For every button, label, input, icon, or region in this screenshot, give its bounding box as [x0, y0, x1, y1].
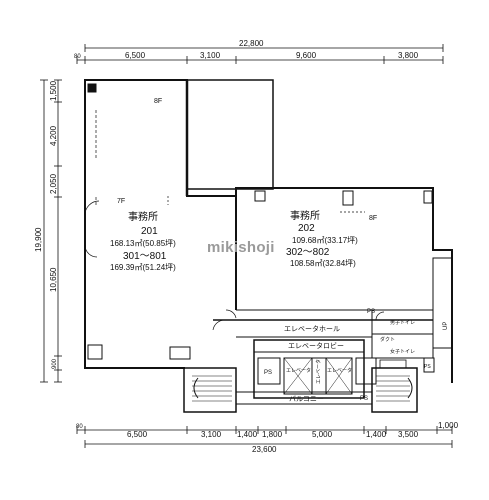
bottom-dim-7: 3,500	[398, 430, 419, 439]
left-dim-1: 4,200	[49, 125, 58, 146]
elevator-3-label: エレベータ	[327, 367, 352, 374]
bottom-dim-6: 1,400	[366, 430, 387, 439]
left-dim-3: 10,650	[49, 267, 58, 292]
left-dim-4: 900	[52, 358, 58, 369]
bottom-dim-2: 3,100	[201, 430, 222, 439]
right-office-area-b: 108.58㎡(32.84坪)	[290, 259, 356, 268]
bottom-dim-4: 1,800	[262, 430, 283, 439]
left-office-unit-a: 201	[141, 226, 158, 237]
bottom-dim-0: 80	[76, 424, 83, 430]
left-office-name: 事務所	[128, 210, 158, 223]
top-dim-0: 80	[74, 54, 81, 60]
floor-7f-label: 7F	[117, 198, 125, 205]
right-office-unit-a: 202	[298, 223, 315, 234]
top-dim-2: 3,100	[200, 51, 221, 60]
right-office-unit-b: 302～802	[286, 247, 330, 258]
bottom-dim-8: 1,000	[438, 421, 459, 430]
mens-toilet-label: 男子トイレ	[390, 319, 415, 326]
ps-left-label: PS	[264, 370, 272, 376]
left-total-dimension: 19,900	[34, 227, 43, 252]
top-dim-4: 3,800	[398, 51, 419, 60]
bottom-total-dimension: 23,600	[252, 445, 277, 454]
floor-8f-right-label: 8F	[369, 215, 377, 222]
up-label: UP	[443, 322, 449, 330]
ps-small-label: PS	[424, 364, 431, 370]
left-dim-2: 2,050	[49, 173, 58, 194]
top-dim-3: 9,600	[296, 51, 317, 60]
bottom-dim-5: 5,000	[312, 430, 333, 439]
top-dimension	[76, 44, 444, 64]
top-total-dimension: 22,800	[239, 39, 264, 48]
watermark-text: mikishoji	[207, 239, 275, 256]
bottom-dimension	[76, 426, 453, 448]
elevator-2-label: エレベータ	[315, 359, 322, 384]
left-office-area-b: 169.39㎡(51.24坪)	[110, 263, 176, 272]
elevator-lobby-label: エレベータロビー	[288, 341, 344, 350]
elevator-1-label: エレベータ	[286, 367, 311, 374]
floor-8f-top-label: 8F	[154, 98, 162, 105]
balcony-label: バルコニー	[289, 395, 324, 403]
ps-right-label: PS	[360, 396, 368, 402]
top-dim-1: 6,500	[125, 51, 146, 60]
ps-top-label: PS	[367, 309, 375, 315]
left-office-area-a: 168.13㎡(50.85坪)	[110, 239, 176, 248]
bottom-dim-1: 6,500	[127, 430, 148, 439]
right-office-name: 事務所	[290, 209, 320, 222]
elevator-hall-label: エレベータホール	[284, 324, 340, 333]
womens-toilet-label: 女子トイレ	[390, 348, 415, 355]
right-office-area-a: 109.68㎡(33.17坪)	[292, 236, 358, 245]
left-office-unit-b: 301～801	[123, 251, 167, 262]
left-dim-0: 1,500	[49, 80, 58, 101]
building-walls	[84, 79, 453, 413]
bottom-dim-3: 1,400	[237, 430, 258, 439]
left-dimension	[40, 79, 62, 383]
duct-label: ダクト	[380, 336, 395, 343]
